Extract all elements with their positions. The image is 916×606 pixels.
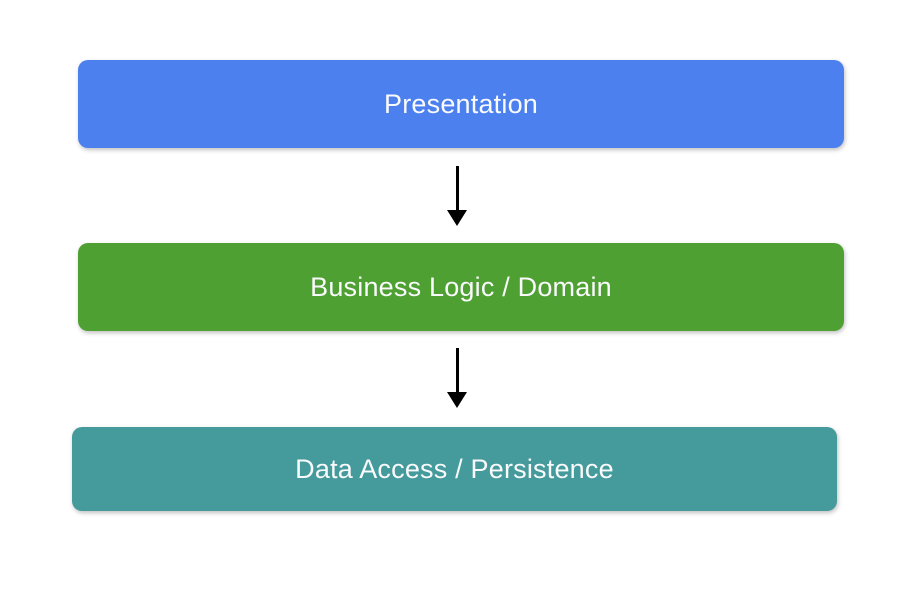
arrow-shaft — [455, 348, 459, 392]
arrow-head-icon — [447, 392, 467, 408]
arrow-head-icon — [447, 210, 467, 226]
arrow-shaft — [455, 166, 459, 210]
down-arrow-2 — [447, 348, 467, 408]
layer-box-business-logic: Business Logic / Domain — [78, 243, 844, 331]
layer-box-presentation: Presentation — [78, 60, 844, 148]
layer-label-data-access: Data Access / Persistence — [295, 453, 614, 484]
layer-box-data-access: Data Access / Persistence — [72, 427, 837, 511]
layer-label-business-logic: Business Logic / Domain — [310, 271, 612, 302]
layer-label-presentation: Presentation — [384, 88, 538, 119]
down-arrow-1 — [447, 166, 467, 226]
